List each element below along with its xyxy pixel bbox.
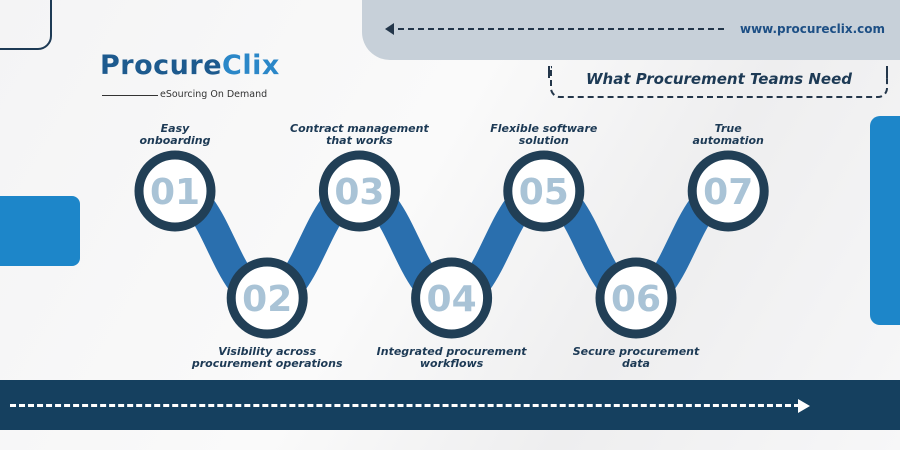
decor-block-right — [870, 116, 900, 325]
step-03: 03 — [318, 150, 400, 232]
step-06: 06 — [595, 257, 677, 339]
step-number: 05 — [519, 172, 569, 213]
step-ring — [226, 257, 308, 339]
step-ring — [411, 257, 493, 339]
step-07: 07 — [687, 150, 769, 232]
step-05: 05 — [503, 150, 585, 232]
step-04: 04 — [411, 257, 493, 339]
decor-block-left — [0, 196, 80, 266]
top-banner — [362, 0, 900, 60]
step-ring — [503, 150, 585, 232]
frame-edge — [548, 66, 550, 78]
step-number: 07 — [703, 172, 753, 213]
step-number: 06 — [611, 279, 661, 320]
step-ring — [595, 257, 677, 339]
step-number: 03 — [334, 172, 384, 213]
step-number: 02 — [242, 279, 292, 320]
step-ring — [134, 150, 216, 232]
logo-tagline: eSourcing On Demand — [160, 89, 268, 100]
website-link[interactable]: www.procureclix.com — [740, 22, 886, 36]
step-ring — [687, 150, 769, 232]
dashed-arrow-line — [10, 404, 800, 407]
step-01: 01 — [134, 150, 216, 232]
corner-frame — [0, 0, 52, 50]
step-02: 02 — [226, 257, 308, 339]
dashed-arrow-line — [388, 28, 724, 30]
page-title: What Procurement Teams Need — [550, 66, 888, 98]
logo: ProcureClix — [100, 50, 280, 81]
arrow-left-icon — [385, 23, 394, 35]
step-number: 04 — [427, 279, 477, 320]
step-ring — [318, 150, 400, 232]
step-number: 01 — [150, 172, 200, 213]
divider — [102, 95, 158, 96]
arrow-right-icon — [798, 399, 810, 413]
